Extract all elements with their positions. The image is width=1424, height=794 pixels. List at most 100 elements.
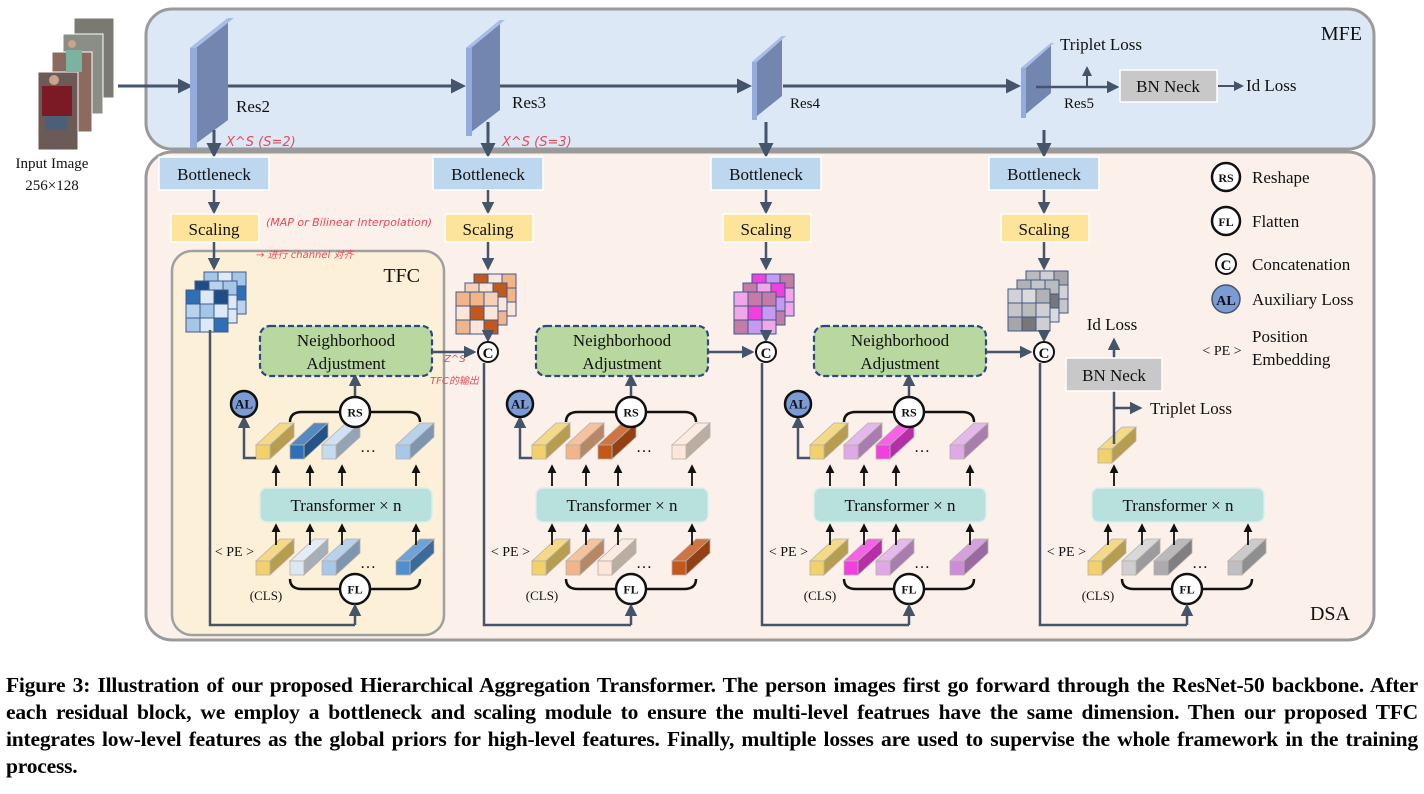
col3-rs-icon [892, 395, 926, 429]
col1-input-token-4 [394, 538, 436, 576]
architecture-diagram: MFE DSA TFC Input Image 256×128 [16, 7, 1376, 642]
legend-flatten-label: Flatten [1252, 212, 1300, 231]
col2-input-ellipsis: … [636, 555, 652, 572]
col3-al-label: AL [789, 397, 807, 412]
col1-fl-label: FL [347, 583, 362, 597]
col4-transformer-label: Transformer × n [1123, 496, 1234, 515]
res4-block [752, 36, 786, 120]
col3-feature-cube-cell [747, 319, 763, 335]
col3-al-line [796, 420, 810, 460]
col3-neighborhood-line2: Adjustment [860, 354, 940, 373]
mfe-id-loss: Id Loss [1246, 76, 1297, 95]
col4-scaling-label: Scaling [1019, 220, 1070, 239]
col4-input-token-3 [1152, 538, 1194, 576]
col1-neighborhood-line1: Neighborhood [297, 331, 396, 350]
col3-scaling-box [722, 213, 812, 243]
tfc-title: TFC [383, 265, 420, 287]
mfe-triplet-loss: Triplet Loss [1060, 35, 1142, 54]
res3-block [466, 20, 505, 136]
col3-bottleneck-box [710, 156, 822, 191]
col1-input-token-2-front [289, 560, 305, 576]
col1-output-token-2-front [289, 444, 305, 460]
col3-feature-cube-cell [747, 305, 763, 321]
legend-concatenation-label: Concatenation [1252, 255, 1351, 274]
mfe-title: MFE [1321, 23, 1362, 45]
col2-al-icon [505, 389, 535, 419]
col1-feature-cube-cell [199, 317, 215, 333]
col2-pe-label: < PE > [491, 545, 530, 560]
mfe-bn-neck-box [1119, 69, 1218, 103]
col3-input-token-1 [808, 538, 850, 576]
col2-input-token-3 [596, 538, 638, 576]
legend-fl-symbol: FL [1218, 215, 1233, 229]
col4-input-token-2 [1120, 538, 1162, 576]
col2-input-token-3-front [597, 560, 613, 576]
col3-concat-to-fl-line [760, 363, 909, 627]
col4-transformer-box [1091, 487, 1265, 523]
col1-rs-label: RS [347, 406, 363, 420]
col3-input-ellipsis: … [914, 555, 930, 572]
col3-input-token-4-front [949, 560, 965, 576]
col2-output-token-1 [530, 422, 572, 460]
annotation-scaling-note2: → 进行 channel 对齐 [256, 249, 355, 261]
legend-position-label: Position [1252, 327, 1308, 346]
col3-output-token-2 [842, 422, 884, 460]
col4-input-token-1-front [1087, 560, 1103, 576]
col3-feature-cube-cell [761, 319, 777, 335]
res3-label: Res3 [512, 93, 546, 112]
col4-concat-to-fl-line [1038, 363, 1187, 627]
legend-embedding-label: Embedding [1252, 350, 1331, 369]
col1-al-label: AL [235, 397, 253, 412]
col4-bottleneck-box [988, 156, 1100, 191]
col2-output-token-2 [564, 422, 606, 460]
col1-rs-icon [338, 395, 372, 429]
res5-label: Res5 [1064, 96, 1094, 112]
col1-transformer-box [259, 487, 433, 523]
col1-feature-cube-cell [213, 303, 229, 319]
col3-output-token-2-front [843, 444, 859, 460]
col2-cls-label: (CLS) [526, 588, 559, 603]
col4-input-token-1 [1086, 538, 1128, 576]
col3-feature-cube-cell [747, 291, 763, 307]
col3-scaling-label: Scaling [741, 220, 792, 239]
col3-feature-cube [733, 273, 795, 335]
final-bn-neck-box [1065, 357, 1163, 392]
col1-output-token-4-front [395, 444, 411, 460]
col3-input-token-2-front [843, 560, 859, 576]
col3-output-token-1-front [809, 444, 825, 460]
col2-feature-cube-cell [455, 319, 471, 335]
col2-feature-cube-cell [483, 319, 499, 335]
col2-fl-label: FL [623, 583, 638, 597]
col1-feature-cube-cell [199, 303, 215, 319]
col3-transformer-label: Transformer × n [845, 496, 956, 515]
col4-input-token-4 [1226, 538, 1268, 576]
col3-feature-cube-cell [733, 291, 749, 307]
col2-output-token-3-front [597, 444, 613, 460]
col3-feature-cube-cell [761, 305, 777, 321]
col4-concat-icon [1033, 341, 1055, 363]
col4-input-token-4-front [1227, 560, 1243, 576]
col1-output-token-3 [320, 422, 362, 460]
col2-rs-icon [614, 395, 648, 429]
annotation-tfc-note2: TFC的输出 [430, 375, 480, 387]
annotation-tfc-note1: Z^S [443, 354, 466, 365]
annotation-xs2: X^S (S=2) [225, 135, 296, 150]
col1-input-token-1 [254, 538, 296, 576]
col4-fl-label: FL [1179, 583, 1194, 597]
input-image-stack [37, 17, 115, 151]
col1-input-token-4-front [395, 560, 411, 576]
legend-rs-symbol: RS [1218, 171, 1234, 185]
col1-feature-cube-cell [185, 289, 201, 305]
col4-concat-label: C [1039, 346, 1050, 362]
col1-feature-cube-cell [185, 317, 201, 333]
legend-auxiliary-loss-label: Auxiliary Loss [1252, 290, 1354, 309]
col4-feature-cube-cell [1035, 288, 1051, 304]
col1-feature-cube-cell [185, 303, 201, 319]
col2-output-token-3 [596, 422, 638, 460]
col1-output-token-2 [288, 422, 330, 460]
col2-input-token-1 [530, 538, 572, 576]
col3-output-token-4 [948, 422, 990, 460]
col4-cls-output-token [1096, 426, 1138, 464]
col1-transformer-label: Transformer × n [291, 496, 402, 515]
col2-input-token-4 [670, 538, 712, 576]
